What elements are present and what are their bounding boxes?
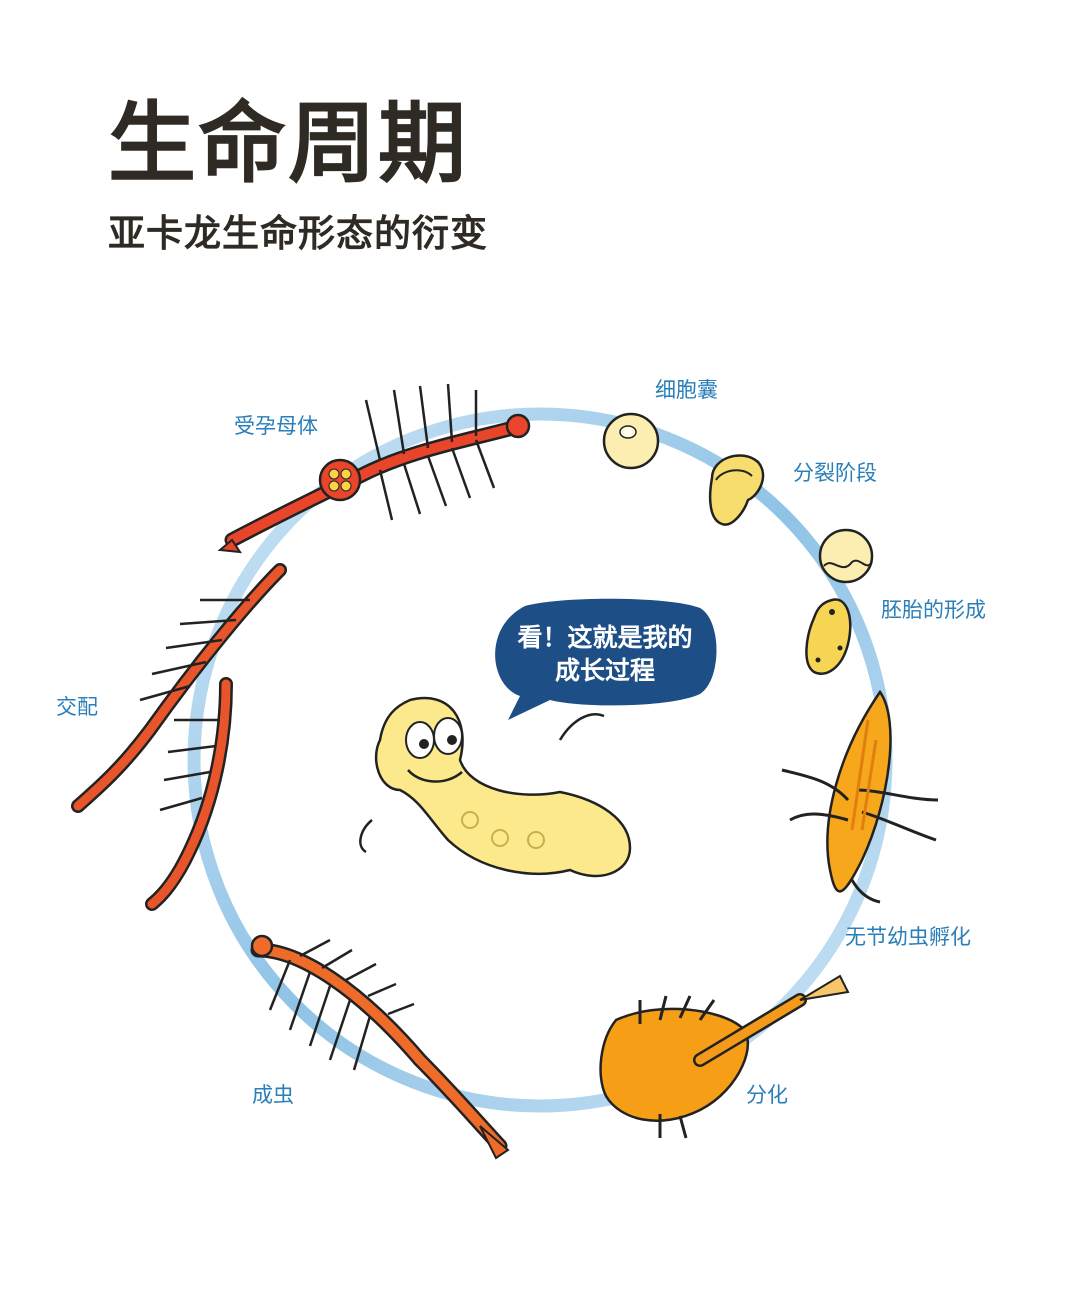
speech-line-2: 成长过程 <box>554 655 655 685</box>
stage-label-embryo: 胚胎的形成 <box>881 598 986 622</box>
speech-bubble-text: 看！这就是我的 成长过程 <box>500 622 710 687</box>
cleavage-egg-icon <box>708 454 765 526</box>
gravid-female-icon <box>217 383 531 554</box>
stage-label-nauplius: 无节幼虫孵化 <box>845 925 971 949</box>
page-title: 生命周期 <box>108 92 469 195</box>
adult-brine-shrimp-icon <box>250 934 510 1160</box>
speech-bubble <box>495 598 717 720</box>
cyst-egg-icon <box>602 412 660 470</box>
nauplius-larva-icon <box>781 689 939 904</box>
stage-label-cyst: 细胞囊 <box>655 378 718 402</box>
stage-label-differentiation: 分化 <box>746 1083 788 1107</box>
page-subtitle: 亚卡龙生命形态的衍变 <box>108 212 488 255</box>
embryo-bubble-icon <box>818 528 874 584</box>
mating-brine-shrimp-icon <box>71 563 287 911</box>
speech-line-1: 看！这就是我的 <box>517 623 693 652</box>
stage-label-gravid: 受孕母体 <box>234 414 318 438</box>
embryo-icon <box>805 598 852 675</box>
cycle-ring <box>187 407 893 1113</box>
mascot-lizard-icon <box>359 696 632 878</box>
stage-label-adult: 成虫 <box>252 1083 294 1107</box>
differentiation-larva-icon <box>599 974 850 1139</box>
stage-label-cleavage: 分裂阶段 <box>793 461 877 485</box>
stage-label-mating: 交配 <box>56 695 98 719</box>
